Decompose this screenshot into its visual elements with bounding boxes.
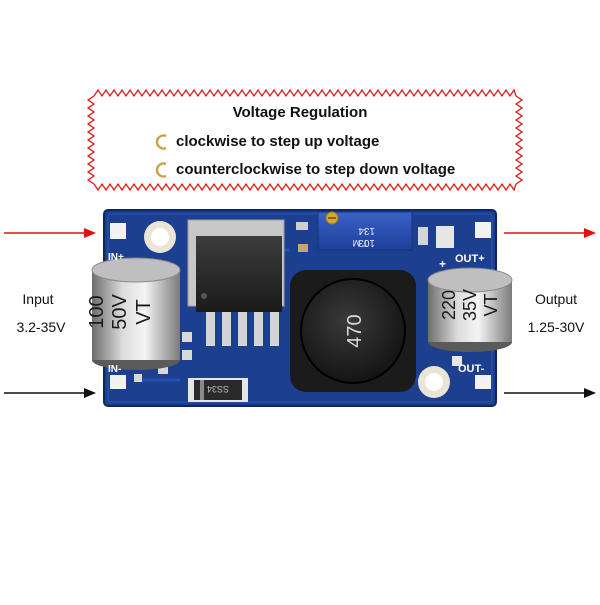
callout-title: Voltage Regulation [232, 104, 368, 121]
callout-top-zigzag [93, 88, 517, 98]
inductor: 470 [290, 270, 416, 392]
output-cap-line2: 35V [460, 289, 480, 321]
pot-code-1: 103 [358, 237, 375, 248]
output-cap-line3: VT [481, 293, 501, 316]
schottky-diode: SS34 [188, 378, 248, 402]
silk-out-plus: OUT+ [455, 253, 485, 265]
silk-in-minus: IN- [108, 364, 121, 375]
pot-code-2: 134 [358, 225, 375, 236]
output-positive-arrow [504, 228, 596, 238]
silk-out-minus: OUT- [458, 363, 485, 375]
pcb-board: 103 134 T M 470 SS34 100 50V VT [86, 209, 513, 407]
pad-in-plus [110, 223, 126, 239]
output-cap-line1: 220 [439, 290, 459, 320]
rotate-cw-icon [155, 134, 167, 150]
smd-left-2 [182, 350, 192, 360]
silk-in-plus: IN+ [108, 252, 124, 263]
output-negative-arrow [504, 388, 596, 398]
rotate-ccw-icon [155, 162, 167, 178]
silk-plus-mark: + [439, 257, 446, 271]
callout-bottom-zigzag [93, 182, 517, 192]
mounting-hole-top-left [144, 221, 176, 253]
diode-code: SS34 [207, 384, 229, 394]
callout-right-zigzag [514, 95, 524, 185]
input-capacitor: 100 50V VT [86, 257, 181, 370]
input-cap-line3: VT [133, 299, 155, 325]
potentiometer: 103 134 T M [317, 211, 413, 251]
smd-right-lower [452, 356, 462, 366]
output-label: Output [534, 291, 578, 307]
counterclockwise-instruction: counterclockwise to step down voltage [176, 161, 456, 178]
smd-left-4 [134, 374, 142, 382]
input-cap-line2: 50V [109, 294, 131, 330]
callout-left-zigzag [86, 95, 96, 185]
smd-resistor [296, 222, 308, 230]
clockwise-instruction: clockwise to step up voltage [176, 133, 380, 150]
pad-in-minus [110, 375, 126, 389]
inductor-value: 470 [344, 314, 366, 347]
smd-capacitor [298, 244, 308, 252]
output-voltage-range: 1.25-30V [527, 319, 585, 335]
callout-box [86, 88, 524, 192]
smd-left-3 [158, 366, 168, 374]
regulator-ic [187, 219, 285, 346]
pot-code-3: T M [353, 238, 368, 248]
input-positive-arrow [4, 228, 96, 238]
input-voltage-range: 3.2-35V [16, 319, 66, 335]
mounting-hole-bottom-right [418, 366, 450, 398]
output-capacitor: 220 35V VT [427, 267, 513, 352]
pad-out-plus [475, 222, 491, 238]
smd-component-right [436, 226, 454, 248]
input-label: Input [22, 291, 54, 307]
input-cap-line1: 100 [86, 295, 108, 328]
smd-capacitor-right [418, 227, 428, 245]
pad-out-minus [475, 375, 491, 389]
smd-left-1 [182, 332, 192, 342]
input-negative-arrow [4, 388, 96, 398]
